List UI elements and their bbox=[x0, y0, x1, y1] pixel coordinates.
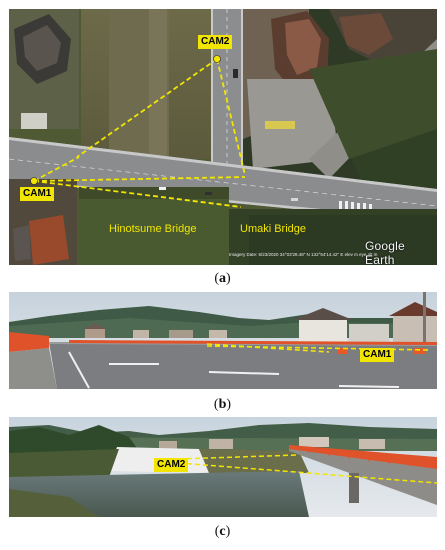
satellite-image-panel: CAM2 CAM1 Hinotsume Bridge Umaki Bridge … bbox=[9, 9, 437, 265]
cam2-label-panorama: CAM2 bbox=[154, 458, 189, 472]
caption-a: (a) bbox=[214, 271, 231, 286]
caption-b-letter: b bbox=[218, 397, 227, 412]
cam1-label: CAM1 bbox=[20, 187, 55, 201]
hinotsume-bridge-label: Hinotsume Bridge bbox=[109, 223, 197, 235]
panorama-cam1-panel: CAM1 bbox=[9, 292, 437, 389]
imagery-metadata: Imagery Date: 6/23/2020 34°03'28.48" N 1… bbox=[229, 252, 378, 257]
panorama-cam1-image bbox=[9, 292, 437, 389]
caption-c-letter: c bbox=[219, 524, 226, 539]
cam1-label-panorama: CAM1 bbox=[360, 348, 395, 362]
satellite-image bbox=[9, 9, 437, 265]
cam2-label: CAM2 bbox=[198, 35, 233, 49]
panorama-cam2-image bbox=[9, 417, 437, 517]
caption-a-letter: a bbox=[219, 271, 226, 286]
panorama-cam2-panel: CAM2 bbox=[9, 417, 437, 517]
umaki-bridge-label: Umaki Bridge bbox=[240, 223, 307, 235]
caption-c: (c) bbox=[214, 524, 231, 539]
google-earth-logo: Google Earth bbox=[365, 239, 405, 265]
caption-b: (b) bbox=[213, 397, 232, 412]
